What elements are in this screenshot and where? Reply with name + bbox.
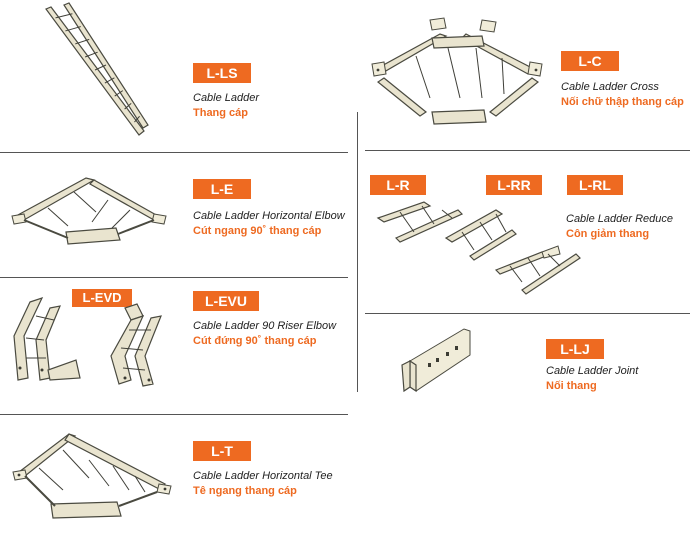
- label-vi-lj: Nối thang: [546, 380, 597, 392]
- code-badge-t: L-T: [193, 441, 251, 461]
- divider-3: [0, 414, 348, 415]
- cable-ladder-cross-image: [371, 17, 543, 125]
- label-en-lj: Cable Ladder Joint: [546, 365, 639, 377]
- code-badge-rr: L-RR: [486, 175, 542, 195]
- ladder-rung: [94, 64, 107, 71]
- cable-ladder-tee-image: [12, 433, 172, 519]
- ladder-rung: [84, 51, 98, 58]
- ladder-rung: [124, 103, 132, 110]
- ladder-rung: [65, 26, 81, 32]
- label-vi-e: Cút ngang 90˚ thang cáp: [193, 225, 322, 237]
- divider-1: [0, 152, 348, 153]
- divider-5: [365, 313, 690, 314]
- cable-ladder-straight-image: [45, 2, 149, 136]
- label-en-evu: Cable Ladder 90 Riser Elbow: [193, 320, 337, 332]
- code-badge-e: L-E: [193, 179, 251, 199]
- label-vi-evu: Cút đứng 90˚ thang cáp: [193, 335, 317, 347]
- label-vi-t: Tê ngang thang cáp: [193, 485, 297, 497]
- ladder-rung: [75, 38, 90, 45]
- label-en-e: Cable Ladder Horizontal Elbow: [193, 210, 345, 222]
- label-en-c: Cable Ladder Cross: [561, 81, 659, 93]
- code-badge-evd: L-EVD: [72, 289, 132, 307]
- cable-ladder-riser-elbow-up-image: [110, 303, 162, 387]
- ladder-rung: [55, 13, 73, 19]
- label-vi-c: Nối chữ thập thang cáp: [561, 96, 684, 108]
- ladder-rung: [104, 77, 115, 84]
- cable-ladder-reduce-image: [376, 201, 581, 295]
- cable-ladder-elbow-image: [11, 177, 167, 245]
- label-en-ls: Cable Ladder: [193, 92, 260, 104]
- divider-2: [0, 277, 348, 278]
- code-badge-r: L-R: [370, 175, 426, 195]
- divider-vertical: [357, 112, 358, 392]
- code-badge-rl: L-RL: [567, 175, 623, 195]
- ladder-rung: [114, 90, 124, 97]
- code-badge-lj: L-LJ: [546, 339, 604, 359]
- code-badge-evu: L-EVU: [193, 291, 259, 311]
- label-en-t: Cable Ladder Horizontal Tee: [193, 470, 333, 482]
- label-vi-ls: Thang cáp: [193, 107, 249, 119]
- code-badge-c: L-C: [561, 51, 619, 71]
- ladder-rung: [134, 115, 140, 123]
- cable-ladder-riser-elbow-down-image: [13, 296, 81, 381]
- label-vi-reduce: Côn giảm thang: [566, 228, 650, 240]
- divider-4: [365, 150, 690, 151]
- label-en-reduce: Cable Ladder Reduce: [566, 213, 674, 225]
- cable-ladder-joint-image: [401, 328, 471, 393]
- code-badge-ls: L-LS: [193, 63, 251, 83]
